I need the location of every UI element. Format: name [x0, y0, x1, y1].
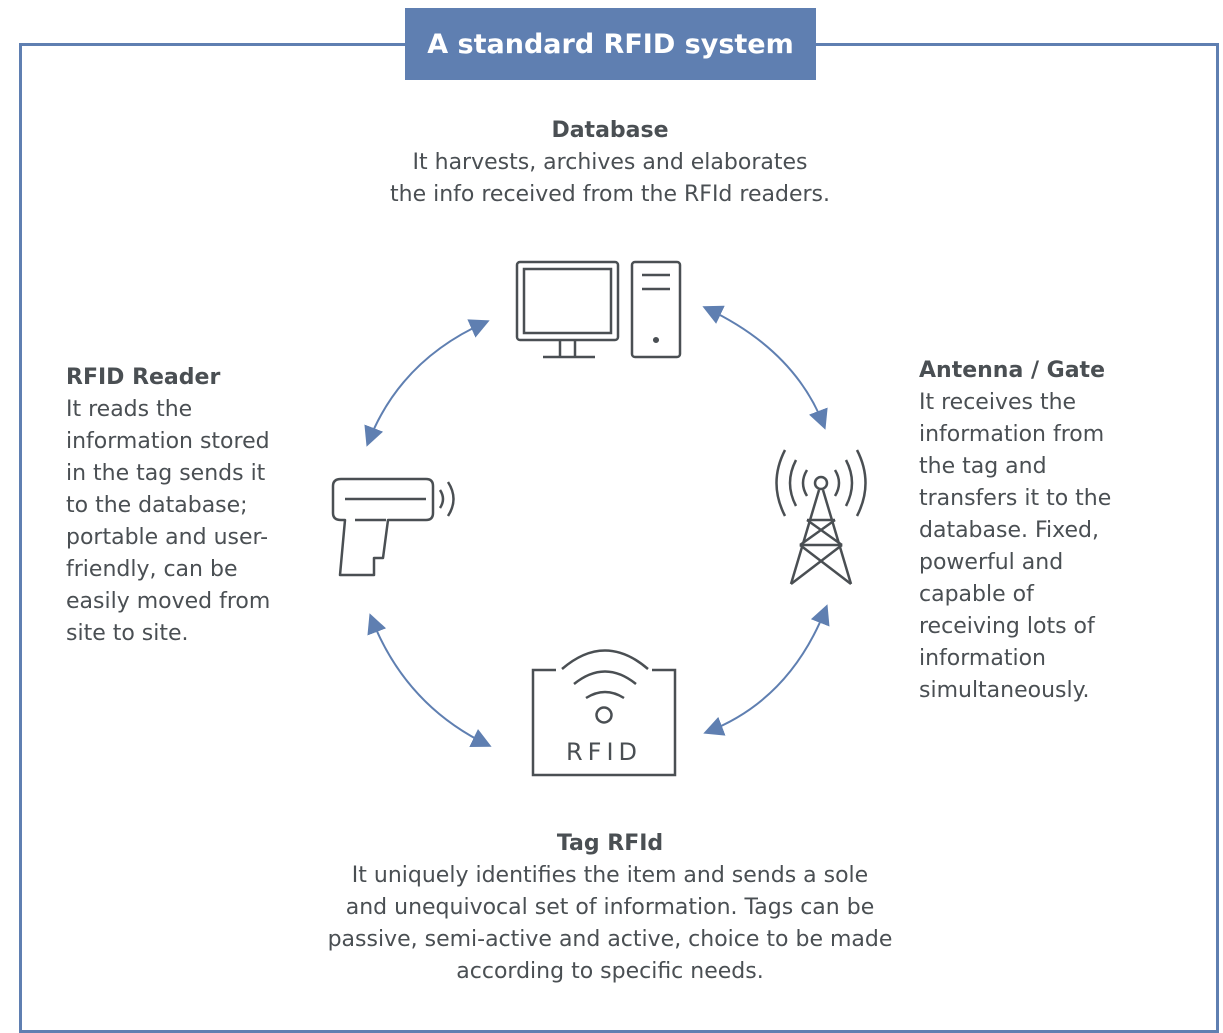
antenna-tower-icon [775, 449, 867, 585]
antenna-description: Antenna / Gate It receives the informati… [919, 355, 1209, 707]
arrow-reader-tag [367, 613, 492, 748]
diagram-title: A standard RFID system [405, 8, 816, 80]
handheld-scanner-icon [331, 477, 455, 577]
arrow-antenna-tag [703, 604, 830, 736]
database-text: It harvests, archives and elaborates the… [390, 150, 830, 207]
antenna-heading: Antenna / Gate [919, 358, 1105, 383]
rfid-tag-icon [531, 649, 677, 777]
cycle-diagram: RFID [331, 260, 867, 777]
reader-heading: RFID Reader [66, 365, 221, 390]
antenna-text: It receives the information from the tag… [919, 390, 1112, 703]
tag-text: It uniquely identifies the item and send… [327, 863, 893, 984]
tag-heading: Tag RFId [556, 831, 664, 856]
arrow-database-reader [364, 319, 490, 447]
reader-text: It reads the information stored in the t… [66, 397, 271, 646]
database-description: Database It harvests, archives and elabo… [300, 115, 920, 211]
arrow-database-antenna [702, 305, 828, 430]
database-heading: Database [551, 118, 669, 143]
rfid-tag-label: RFID [566, 738, 642, 766]
desktop-computer-icon [515, 260, 682, 359]
reader-description: RFID Reader It reads the information sto… [66, 362, 326, 650]
tag-description: Tag RFId It uniquely identifies the item… [260, 828, 960, 988]
